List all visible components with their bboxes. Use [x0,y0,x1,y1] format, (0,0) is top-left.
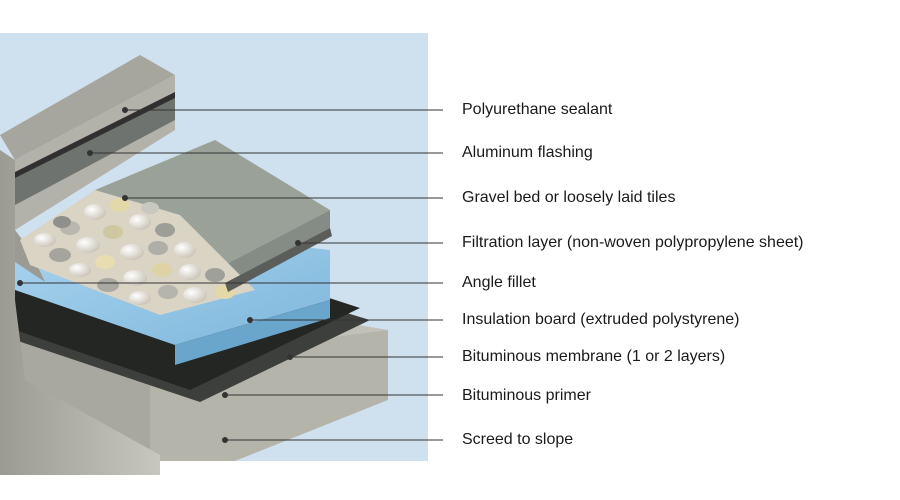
polyurethane-sealant-bead [15,92,175,178]
leader-dots [17,107,301,443]
label-screed-to-slope: Screed to slope [462,431,574,448]
label-gravel-bed: Gravel bed or loosely laid tiles [462,189,676,206]
aluminum-flashing-strip [15,95,175,205]
leader-lines [20,109,443,441]
label-angle-fillet: Angle fillet [462,274,536,291]
label-bituminous-membrane: Bituminous membrane (1 or 2 layers) [462,348,726,365]
insulation-board-front [175,300,330,365]
label-filtration-layer: Filtration layer (non-woven polypropylen… [462,234,804,251]
label-aluminum-flashing: Aluminum flashing [462,144,593,161]
wall-upstand-front [0,150,160,475]
label-insulation-board: Insulation board (extruded polystyrene) [462,311,740,328]
label-polyurethane-sealant: Polyurethane sealant [462,101,613,118]
gravel-bed [20,190,255,315]
paving-tile-top [95,140,330,265]
paving-tile-front [225,210,330,283]
filtration-layer-sheet [225,228,332,292]
label-bituminous-primer: Bituminous primer [462,387,591,404]
wall-upstand-top [0,55,175,160]
